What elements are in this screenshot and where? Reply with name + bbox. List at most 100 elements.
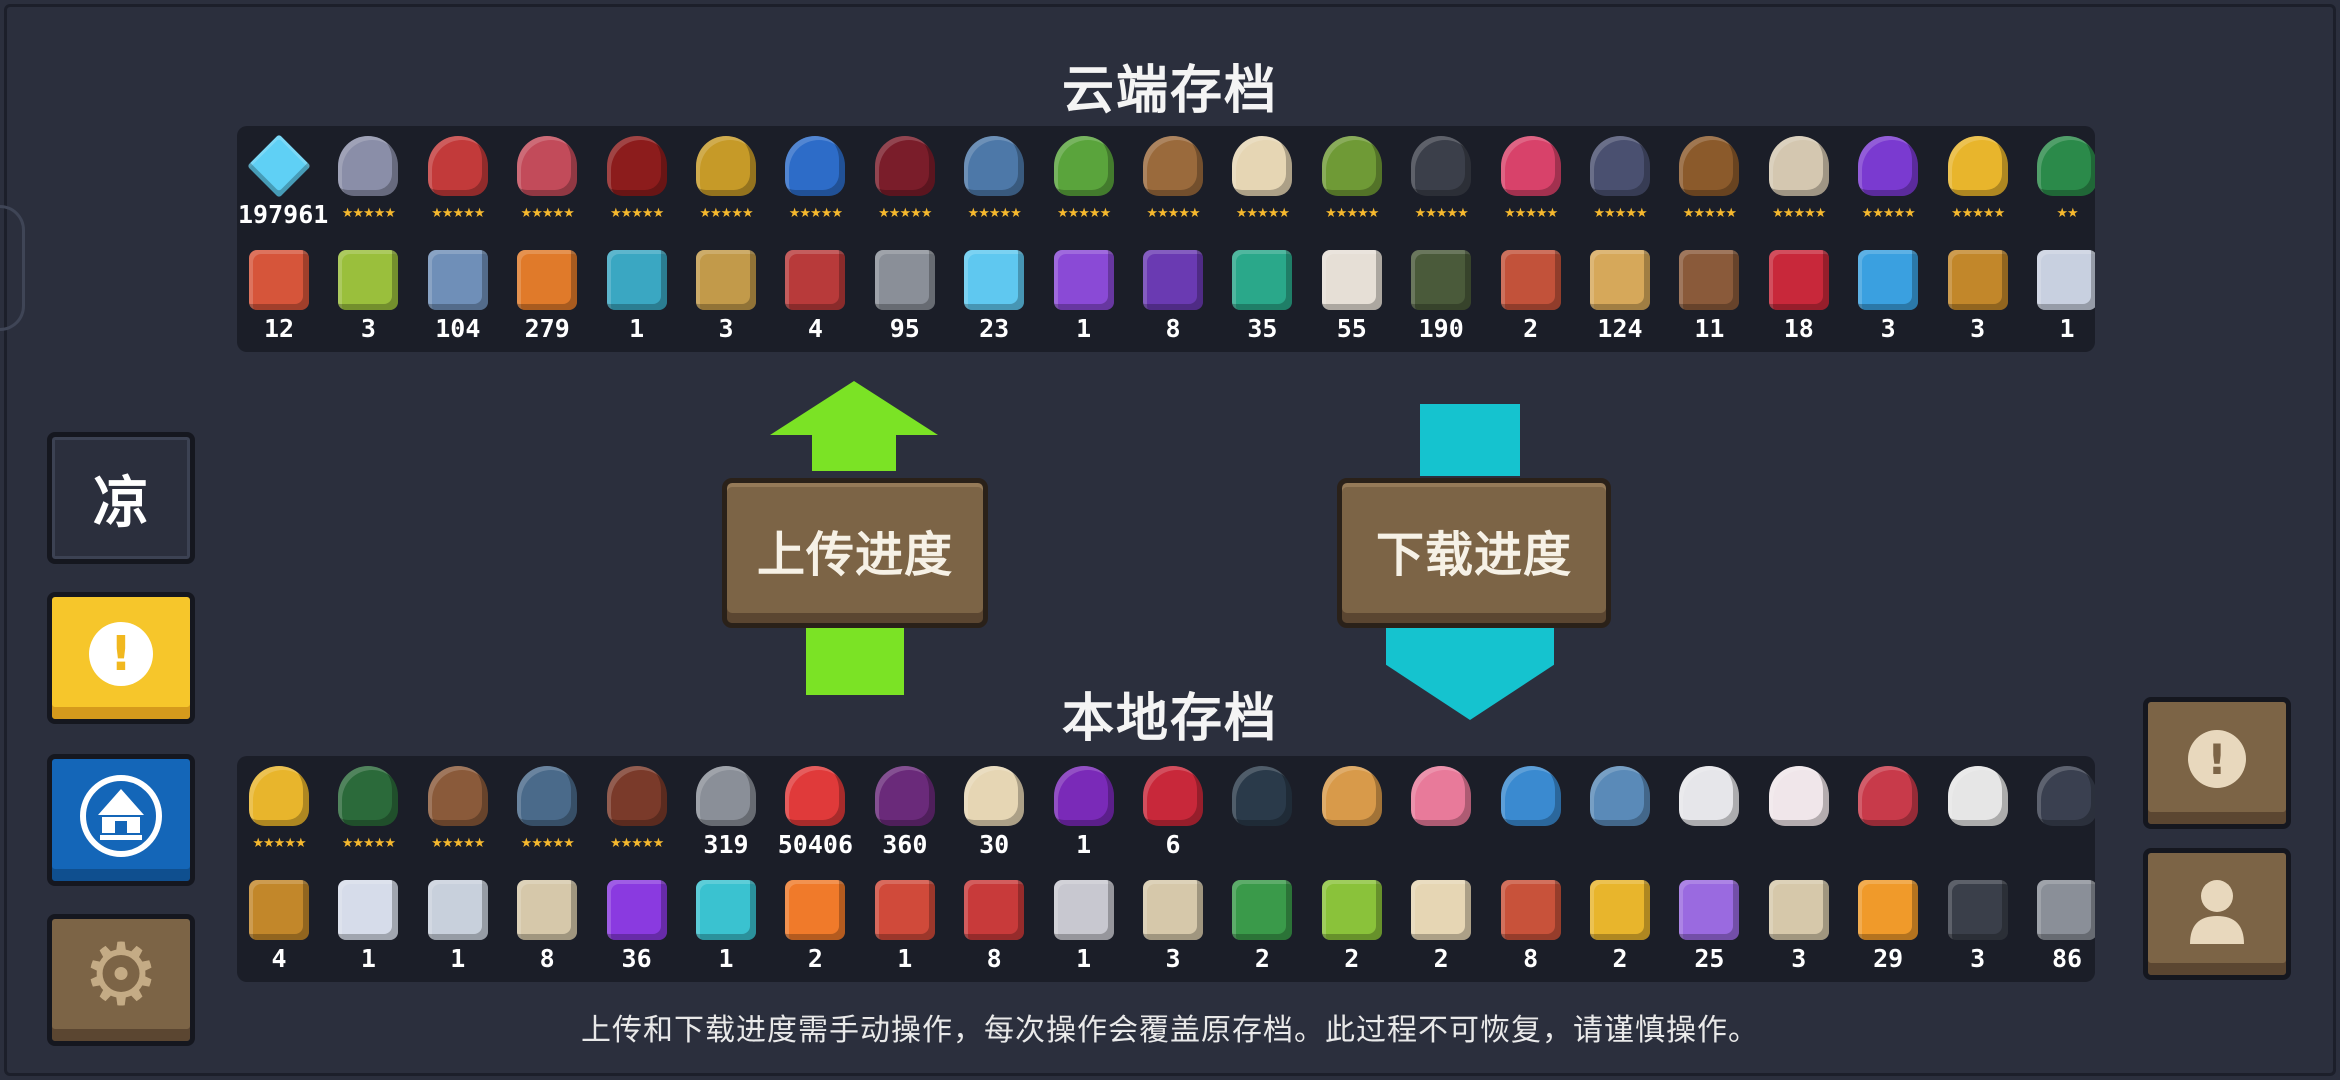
material-slot: 1 [327, 870, 409, 980]
material-slot: 25 [1668, 870, 1750, 980]
character-slot: ★★★★★ [1400, 126, 1482, 236]
local-save-title: 本地存档 [1061, 689, 1278, 749]
item-count: 2 [807, 944, 823, 973]
character-slot: ★★★★★ [1132, 126, 1214, 236]
wizard-icon [1858, 136, 1919, 196]
material-slot: 2 [1490, 240, 1572, 350]
sack-icon [1321, 250, 1382, 310]
notice-button[interactable]: ! [47, 592, 195, 724]
star-rating: ★★★★★ [1146, 206, 1200, 221]
item-count: 1 [2059, 314, 2075, 343]
assassin-icon [338, 136, 399, 196]
star-rating: ★★★★★ [1325, 206, 1379, 221]
blueprint-white-icon [338, 880, 399, 940]
vampire-icon [606, 136, 667, 196]
material-slot: 95 [864, 240, 946, 350]
item-count: 36 [621, 944, 652, 973]
material-slot: 2 [1400, 870, 1482, 980]
item-count: 190 [1418, 314, 1464, 343]
item-count: 3 [718, 314, 734, 343]
star-rating: ★★★★★ [520, 206, 575, 221]
material-slot: 23 [953, 240, 1035, 350]
material-slot: 2 [1579, 870, 1661, 980]
upload-progress-button[interactable]: 上传进度 [722, 478, 988, 628]
item-count: 3 [1880, 314, 1896, 343]
material-slot: 1 [1043, 870, 1125, 980]
item-count: 3 [1165, 944, 1181, 973]
star-rating: ★★★★★ [1861, 206, 1916, 221]
item-count: 23 [979, 314, 1010, 343]
globe-icon [517, 766, 578, 826]
language-button[interactable]: 凉 [47, 432, 195, 564]
item-count: 35 [1247, 314, 1278, 343]
black-cat-icon [1232, 766, 1293, 826]
item-count: 11 [1694, 314, 1725, 343]
character-slot: ★★★★★ [1490, 126, 1572, 236]
material-slot: 11 [1668, 240, 1750, 350]
character-slot: 50406 [774, 756, 856, 866]
character-slot: ★★★★★ [417, 126, 499, 236]
rabbit-icon [1768, 766, 1829, 826]
item-count: 197961 [238, 200, 329, 229]
witch-icon [517, 136, 578, 196]
engineer-icon [696, 136, 756, 196]
side-notch [0, 205, 25, 331]
item-count: 360 [882, 830, 928, 859]
star-rating: ★★★★★ [520, 836, 575, 851]
ghost-icon [1679, 766, 1740, 826]
gear-part-icon [2037, 880, 2095, 940]
material-slot: 2 [1311, 870, 1393, 980]
character-slot: ★★★★★ [1043, 126, 1125, 236]
star-rating: ★★★★★ [341, 836, 396, 851]
download-progress-button[interactable]: 下载进度 [1337, 478, 1611, 628]
upload-progress-label: 上传进度 [756, 527, 953, 583]
item-count: 1 [1076, 944, 1092, 973]
ore-icon [874, 250, 935, 310]
star-rating: ★★★★★ [341, 206, 396, 221]
material-slot: 55 [1311, 240, 1393, 350]
blue-bird-icon [1500, 766, 1561, 826]
partial-character-icon [2037, 136, 2095, 196]
cyan-box-icon [696, 880, 756, 940]
paladin-icon [964, 136, 1025, 196]
material-slot: 3 [1132, 870, 1214, 980]
red-blueprint-icon [874, 880, 935, 940]
partial-item-icon [2037, 250, 2095, 310]
robot-icon [785, 136, 846, 196]
golden-ram-icon [249, 766, 309, 826]
settings-button[interactable]: ⚙ [47, 914, 195, 1046]
account-button[interactable] [47, 754, 195, 886]
character-slot: ★★★★★ [1579, 126, 1661, 236]
purple-plate-icon [1053, 250, 1114, 310]
item-count: 25 [1694, 944, 1725, 973]
screen-frame [4, 4, 2336, 1076]
character-slot [1490, 756, 1572, 866]
wood-plank-icon [1590, 250, 1650, 310]
weapon-part-icon [785, 250, 846, 310]
character-slot: ★★★★★ [1221, 126, 1303, 236]
profile-button[interactable] [2143, 848, 2291, 980]
alert-button[interactable]: ! [2143, 697, 2291, 829]
material-slot: 18 [1758, 240, 1840, 350]
drone-icon [1858, 766, 1919, 826]
item-count: 3 [1970, 314, 1986, 343]
character-slot: ★★★★★ [685, 126, 767, 236]
character-slot: ★★★★★ [1758, 126, 1840, 236]
exclamation-icon: ! [2188, 730, 2246, 788]
material-slot: 3 [1847, 240, 1929, 350]
character-slot [1400, 756, 1482, 866]
download-arrow-stem [1420, 404, 1520, 476]
cloud-save-panel: 197961★★★★★★★★★★★★★★★★★★★★★★★★★★★★★★★★★★… [237, 126, 2095, 352]
character-slot [1668, 756, 1750, 866]
shiba-icon [1321, 766, 1382, 826]
star-rating: ★★★★★ [1235, 206, 1290, 221]
purple-boar-icon [874, 766, 935, 826]
star-rating: ★★★★★ [788, 206, 843, 221]
fish-icon [427, 250, 488, 310]
character-slot [1847, 756, 1929, 866]
item-count: 30 [979, 830, 1010, 859]
pig-icon [1411, 766, 1472, 826]
gear-icon: ⚙ [82, 925, 160, 1025]
